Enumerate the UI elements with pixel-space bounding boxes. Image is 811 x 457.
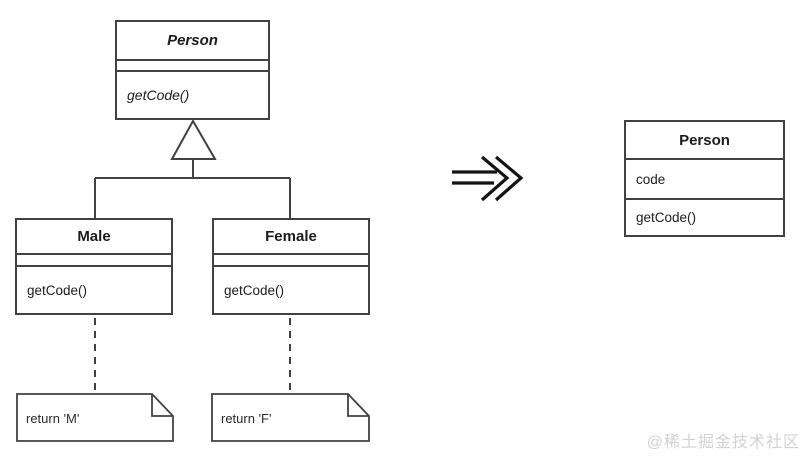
class-title-female: Female (214, 220, 368, 255)
note-text-female: return 'F' (221, 411, 272, 426)
class-box-person-abstract: Person getCode() (115, 20, 270, 120)
class-title-person-result: Person (626, 122, 783, 160)
attributes-compartment-empty (214, 255, 368, 267)
class-title-male: Male (17, 220, 171, 255)
attribute-code: code (626, 160, 783, 200)
note-shape-female (211, 393, 370, 442)
method-getcode-abstract: getCode() (127, 87, 190, 103)
class-box-female: Female getCode() (212, 218, 370, 315)
method-getcode-male: getCode() (27, 282, 88, 298)
attributes-compartment-empty (117, 61, 268, 72)
attributes-compartment-empty (17, 255, 171, 267)
class-box-person-result: Person code getCode() (624, 120, 785, 237)
note-text-male: return 'M' (26, 411, 80, 426)
method-getcode-female: getCode() (224, 282, 285, 298)
method-getcode-result: getCode() (636, 210, 697, 225)
inheritance-triangle-icon (170, 118, 217, 160)
note-fold-male-icon (151, 394, 173, 417)
note-fold-female-icon (347, 394, 369, 417)
note-shape-male (16, 393, 174, 442)
class-box-male: Male getCode() (15, 218, 173, 315)
class-title-person-abstract: Person (117, 22, 268, 61)
transform-arrow-icon (452, 155, 524, 202)
watermark-text: @稀土掘金技术社区 (646, 434, 800, 451)
